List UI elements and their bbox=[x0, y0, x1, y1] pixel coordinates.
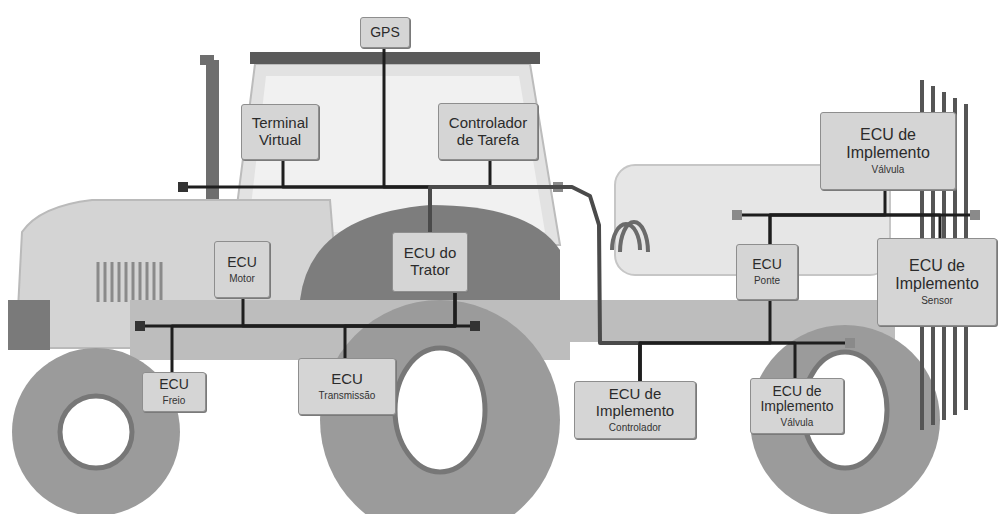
ecu-box: Terminal Virtual bbox=[241, 104, 319, 160]
box-title: ECU de Implemento bbox=[882, 257, 992, 293]
box-subtitle: Controlador bbox=[609, 422, 661, 434]
front-bumper bbox=[8, 300, 50, 350]
grill-bar bbox=[125, 262, 128, 302]
box-title: ECU bbox=[752, 257, 782, 273]
box-title: Controlador de Tarefa bbox=[443, 115, 533, 149]
box-subtitle: Sensor bbox=[921, 295, 953, 307]
exhaust-tip bbox=[200, 55, 214, 65]
box-title: ECU do Trator bbox=[397, 245, 463, 279]
box-title: ECU de Implemento bbox=[755, 384, 839, 415]
bus-terminator bbox=[970, 210, 980, 220]
box-subtitle: Válvula bbox=[781, 417, 814, 429]
box-title: ECU bbox=[159, 377, 189, 393]
ecu-box: GPS bbox=[360, 17, 410, 48]
bus-connector bbox=[770, 190, 885, 244]
bus-connector bbox=[640, 343, 795, 381]
cab-roof bbox=[250, 52, 540, 64]
box-subtitle: Transmissão bbox=[319, 390, 376, 402]
ecu-box: ECU do Trator bbox=[392, 232, 468, 292]
ecu-box: ECU de ImplementoSensor bbox=[877, 238, 997, 326]
front-hub bbox=[60, 396, 132, 468]
grill-bar bbox=[104, 262, 107, 302]
hose-coil bbox=[620, 222, 648, 252]
rear-hub bbox=[395, 348, 485, 472]
grill-bar bbox=[160, 262, 163, 302]
bus-connector bbox=[384, 48, 430, 232]
bus-lines bbox=[140, 187, 975, 343]
grill-bar bbox=[118, 262, 121, 302]
grill-bar bbox=[139, 262, 142, 302]
ecu-box: ECU Motor bbox=[214, 241, 270, 298]
ecu-box: ECU de ImplementoVálvula bbox=[820, 112, 956, 190]
bus-terminator bbox=[845, 338, 855, 348]
grill-bar bbox=[111, 262, 114, 302]
box-subtitle: Freio bbox=[163, 395, 186, 407]
box-subtitle: Ponte bbox=[754, 275, 780, 287]
ecu-box: ECU de ImplementoControlador bbox=[574, 381, 696, 439]
implement-wheel bbox=[750, 325, 940, 514]
bus-terminator bbox=[135, 321, 145, 331]
grill-bar bbox=[97, 262, 100, 302]
grill bbox=[98, 262, 161, 302]
bus-terminators bbox=[135, 182, 980, 348]
box-title: ECU de Implemento bbox=[579, 386, 691, 420]
box-subtitle: Válvula bbox=[872, 164, 905, 176]
bus-connector bbox=[430, 160, 490, 232]
ecu-box: ECU de ImplementoVálvula bbox=[750, 378, 844, 434]
bus-terminator bbox=[732, 210, 742, 220]
grill-bar bbox=[132, 262, 135, 302]
bus-terminator bbox=[470, 321, 480, 331]
box-title: GPS bbox=[370, 25, 400, 41]
ecu-box: Controlador de Tarefa bbox=[438, 103, 538, 160]
bus-connector bbox=[345, 292, 455, 358]
box-title: ECU de Implemento bbox=[825, 126, 951, 162]
grill-bar bbox=[153, 262, 156, 302]
hose-coils bbox=[612, 222, 648, 252]
grill-bar bbox=[146, 262, 149, 302]
bus-connector bbox=[640, 300, 770, 381]
ecu-box: ECU Transmissão bbox=[298, 358, 396, 415]
box-title: ECU bbox=[227, 255, 257, 271]
ecu-box: ECU Ponte bbox=[736, 244, 798, 300]
bus-terminator bbox=[178, 182, 188, 192]
bus-connector bbox=[283, 160, 430, 232]
ecu-box: ECU Freio bbox=[142, 372, 206, 412]
box-subtitle: Motor bbox=[229, 273, 255, 285]
box-title: ECU bbox=[331, 371, 363, 388]
bus-connector bbox=[243, 292, 455, 326]
box-title: Terminal Virtual bbox=[246, 115, 314, 149]
